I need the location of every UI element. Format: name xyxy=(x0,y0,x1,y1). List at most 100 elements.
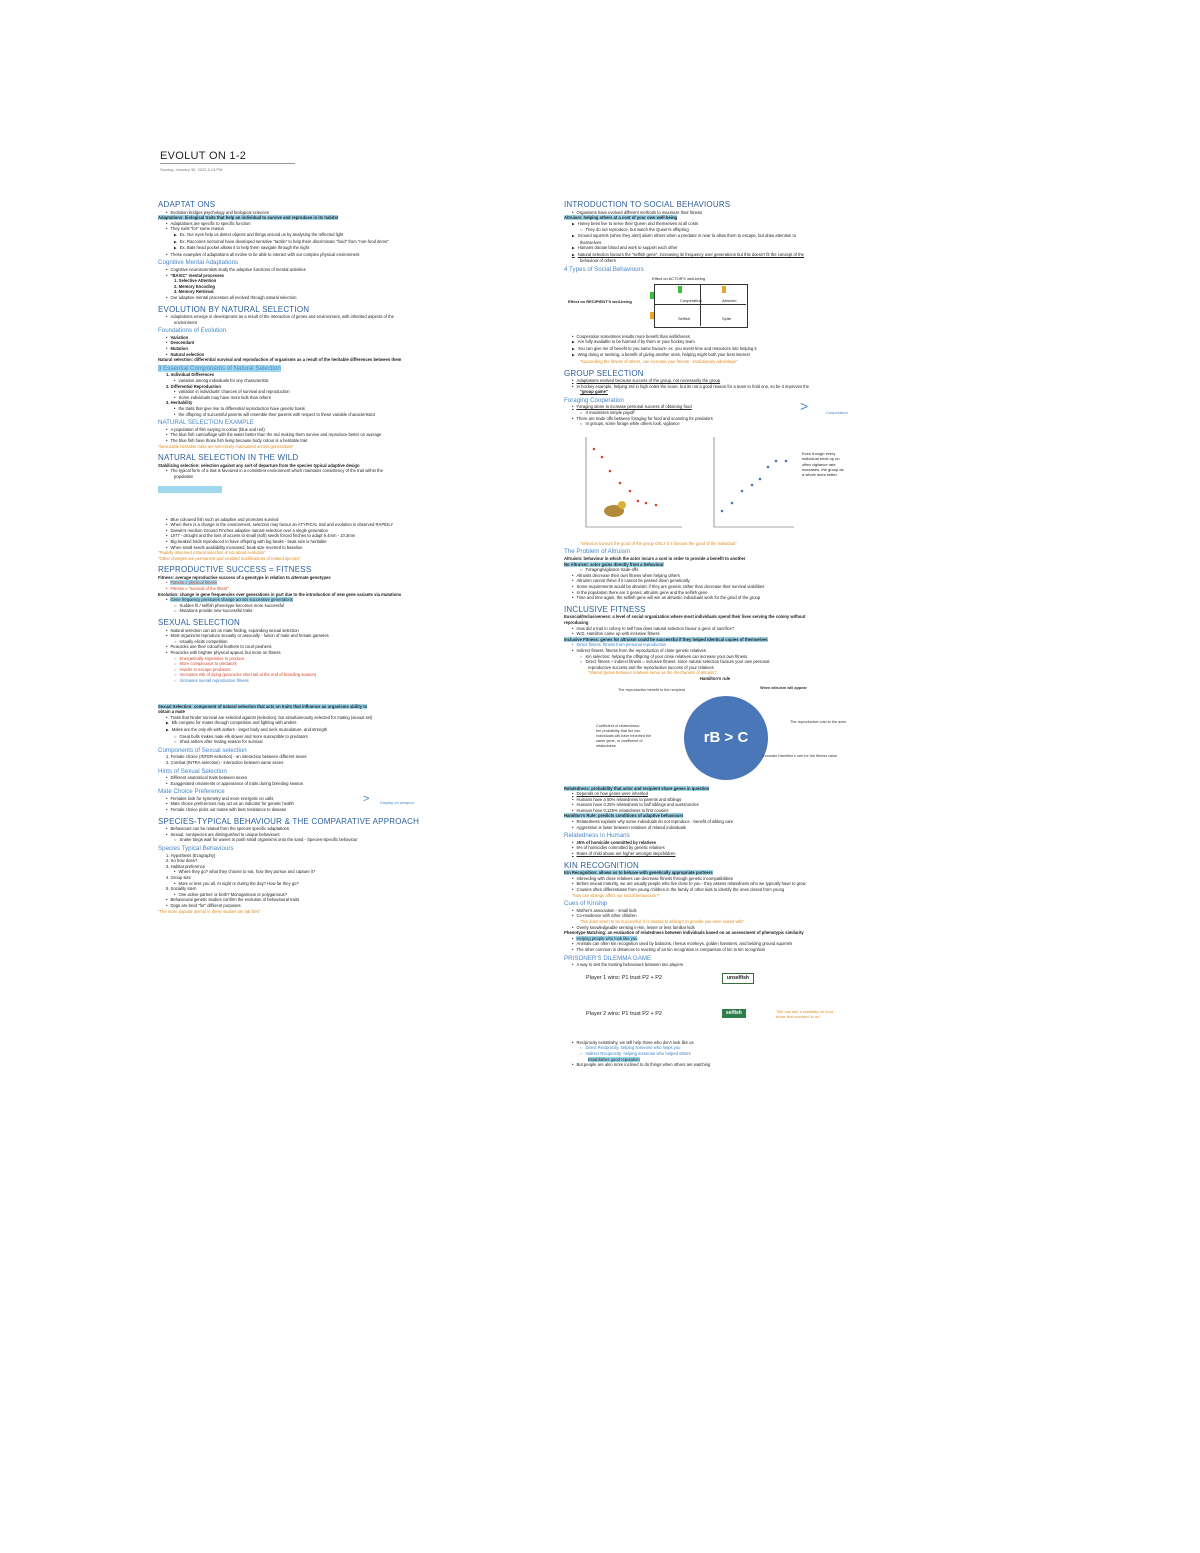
section-inclusive-title: INCLUSIVE FITNESS xyxy=(564,604,646,614)
game-result-unselfish: unselfish xyxy=(722,972,754,985)
note-line: Mutations provide new successful traits xyxy=(158,608,543,614)
caption-cost: The reproductive cost to the actor xyxy=(790,719,847,724)
note-line: Humans have 0.25% relatedness to half si… xyxy=(564,802,954,808)
chart1-point xyxy=(636,499,640,503)
note-quote: "Other changes are permanent and enabled… xyxy=(158,555,301,561)
note-line: environment xyxy=(174,319,198,325)
note-line: Where they go? what they choose to eat, … xyxy=(158,869,543,875)
table-row-label: Effect on RECIPIENT'S well-being xyxy=(568,298,632,304)
chart2-point xyxy=(766,465,770,469)
caption-benefit: The reproductive benefit to the recipien… xyxy=(618,687,685,692)
note-line: Natural selection xyxy=(158,352,543,358)
note-line: Peacocks use their colourful feathers to… xyxy=(158,644,543,650)
definition-line: Altruism: behaviour in which the actor i… xyxy=(564,556,746,562)
note-line: Evolution bridges psychology and biologi… xyxy=(158,210,543,216)
note-line: Fitness ≠ physical fitness xyxy=(158,580,543,586)
note-line: Sexual, nonspecies are distinguished to … xyxy=(158,832,543,838)
caption-line: individuals will have inherited the xyxy=(596,733,652,738)
note-line: the traits that give rise to differentia… xyxy=(158,406,543,412)
note-line: Harder to escape predators xyxy=(158,667,543,673)
note-line: Gene frequency pressures change across s… xyxy=(158,597,543,603)
caption-line: same gene, or coefficient of xyxy=(596,738,643,743)
note-quote: "succeeding the fitness of others, can i… xyxy=(580,358,738,364)
section-fitness-title: REPRODUCTIVE SUCCESS = FITNESS xyxy=(158,565,312,575)
note-line: Aggression is lower between relatives of… xyxy=(564,825,954,831)
chart-side-note-line: Even though every xyxy=(802,450,836,456)
note-line: Energetically expensive to produce xyxy=(158,656,543,662)
note-line: Males are the only elk with antlers - la… xyxy=(158,727,543,734)
note-line: The other common in distances to reactin… xyxy=(564,947,954,953)
note-line: Natural selection can act on mate findin… xyxy=(158,628,543,634)
note-line: More conspicuous to predators xyxy=(158,661,543,667)
note-line: Mutation xyxy=(158,346,543,352)
section-social-title: INTRODUCTION TO SOCIAL BEHAVIOURS xyxy=(564,200,731,209)
note-line: reproductive success and the reproductiv… xyxy=(588,664,714,670)
chart-side-note-line: often vigilance rate xyxy=(802,461,836,467)
note-line: Cooperation sometimes results more benef… xyxy=(564,334,954,340)
chart1-point xyxy=(644,501,648,505)
definition-text: Adaptations: biological traits that help… xyxy=(158,215,339,221)
note-line: Indirect fitness: fitness from the repro… xyxy=(564,648,954,654)
note-text: Helping people who look like you xyxy=(576,935,638,941)
spacer xyxy=(158,684,543,694)
subsection-title-text: 3 Essential Components of Natural Select… xyxy=(158,364,281,372)
note-quote: "Rapidly observed natural selection is n… xyxy=(158,550,266,556)
note-line: Foraging/vigilance trade-offs xyxy=(564,567,954,573)
definition-line: Hamilton's Rule: predicts conditions of … xyxy=(564,813,954,819)
foraging-block: Foraging Cooperation Foraging alone to i… xyxy=(564,397,954,427)
note-line: Exaggerated ornaments or appearance of t… xyxy=(158,781,543,787)
note-line: Cousins often differentiates from young … xyxy=(564,887,954,893)
note-line: Depends on how genes were inherited xyxy=(564,791,954,797)
note-line: When there is a change in the environmen… xyxy=(158,522,543,528)
definition-text: Altruism: helping others at a cost of yo… xyxy=(564,215,678,221)
note-line: Indirect Reciprocity: helping someone wh… xyxy=(564,1051,954,1057)
chart-side-note: Even though every individual ends up on … xyxy=(802,451,844,478)
side-note: Cooperation xyxy=(826,409,848,415)
note-line: 5. Sociality stem xyxy=(166,886,197,892)
note-line: 2. Combat (INTRA-selection) - interactio… xyxy=(166,759,284,765)
section-group-title: GROUP SELECTION xyxy=(564,368,644,378)
page-date: Sunday, January 30, 2022 8:13 PM xyxy=(160,167,223,172)
note-line: Direct Reciprocity: helping someone who … xyxy=(564,1045,954,1051)
note-line: 25% of homicide committed by relatives xyxy=(564,840,954,846)
note-line: Humans have a 50% relatedness to parents… xyxy=(564,797,954,803)
section-natural-selection-title: EVOLUTION BY NATURAL SELECTION xyxy=(158,304,310,314)
spacer xyxy=(158,507,543,517)
note-line: Peacocks with brighter physical appeal, … xyxy=(158,650,543,656)
note-line: When small seeds availability increased,… xyxy=(158,545,543,551)
note-line: Variation xyxy=(158,335,543,341)
note-line: behaviour of others xyxy=(580,258,616,264)
note-line: Time and time again, the selfish gene wi… xyxy=(564,595,954,601)
minus-marker-icon xyxy=(650,311,654,319)
game-row-player1: Player 1 wins: P1 trust P2 + P2 unselfis… xyxy=(564,971,954,991)
note-line: In groups, some forage while others look… xyxy=(564,421,954,427)
side-note: Display on weapon xyxy=(380,800,414,806)
chart-side-note-line: increases, the group as xyxy=(802,467,844,473)
note-line: The typical form of a trait is favoured … xyxy=(158,468,543,474)
note-text: Gene frequency pressures change across s… xyxy=(170,597,293,603)
left-column: ADAPTAT ONS Evolution bridges psychology… xyxy=(158,196,543,914)
note-line: 1. Selective Attention xyxy=(174,278,217,284)
note-line: Altruists decrease their own fitness whe… xyxy=(564,573,954,579)
note-line: W.D. Hamilton came up with inclusive fit… xyxy=(564,631,954,637)
definition-line: Kin Recognition: allows us to behave wit… xyxy=(564,870,954,876)
note-line: Mother's association - small kids xyxy=(564,908,954,914)
note-line: Altruism cannot thrive if it cannot be p… xyxy=(564,578,954,584)
note-line: "group game" xyxy=(580,389,608,395)
note-quote: "this does seem to be successful, it is … xyxy=(580,918,745,924)
chart1-point xyxy=(618,481,622,485)
note-line: 3. Heritability xyxy=(166,400,193,406)
caption-line: the probability that the two xyxy=(596,728,641,733)
caption-line: relatedness xyxy=(596,743,616,748)
cell-spite: Spite xyxy=(722,315,732,321)
note-line: population xyxy=(174,473,194,479)
definition-line: Fitness: average reproductive success of… xyxy=(158,574,331,580)
note-line: Most organisms reproduce sexually or ase… xyxy=(158,633,543,639)
definition-line: reproducing xyxy=(564,619,589,625)
chart2-point xyxy=(758,477,762,481)
chart2-point xyxy=(730,501,734,505)
definition-line: Inclusive Fitness: genes for altruism co… xyxy=(564,636,954,643)
definition-text: Hamilton's Rule: predicts conditions of … xyxy=(564,813,684,819)
definition-line: Evolution: change in gene frequencies ov… xyxy=(158,591,402,597)
chart1-point xyxy=(628,489,632,493)
